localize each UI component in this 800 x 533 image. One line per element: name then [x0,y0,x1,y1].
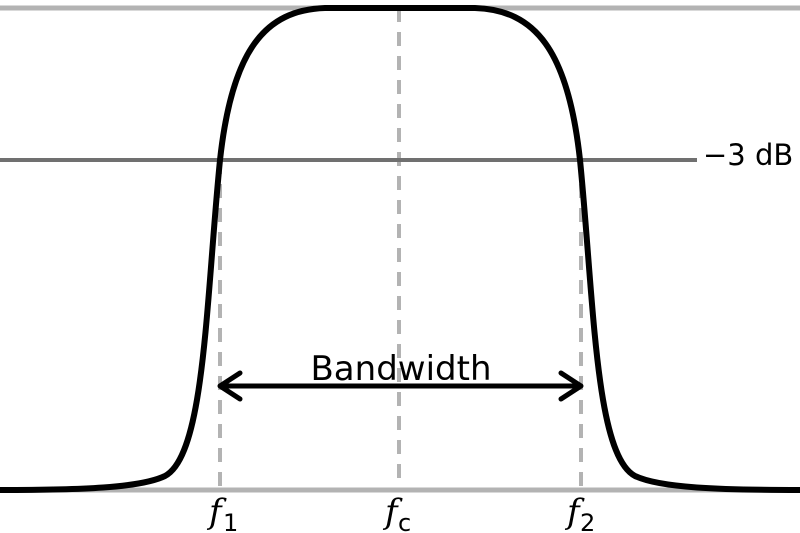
svg-text:1: 1 [223,509,238,533]
svg-text:2: 2 [580,509,595,533]
minus-3db-label: −3 dB [703,138,793,172]
bandwidth-arrow [217,370,584,402]
f1-label: f 1 [206,492,238,533]
filter-response-curve [0,5,800,493]
bandwidth-label: Bandwidth [310,349,491,389]
f2-label: f 2 [564,492,595,533]
svg-text:c: c [398,509,411,533]
fc-label: f c [382,492,411,533]
